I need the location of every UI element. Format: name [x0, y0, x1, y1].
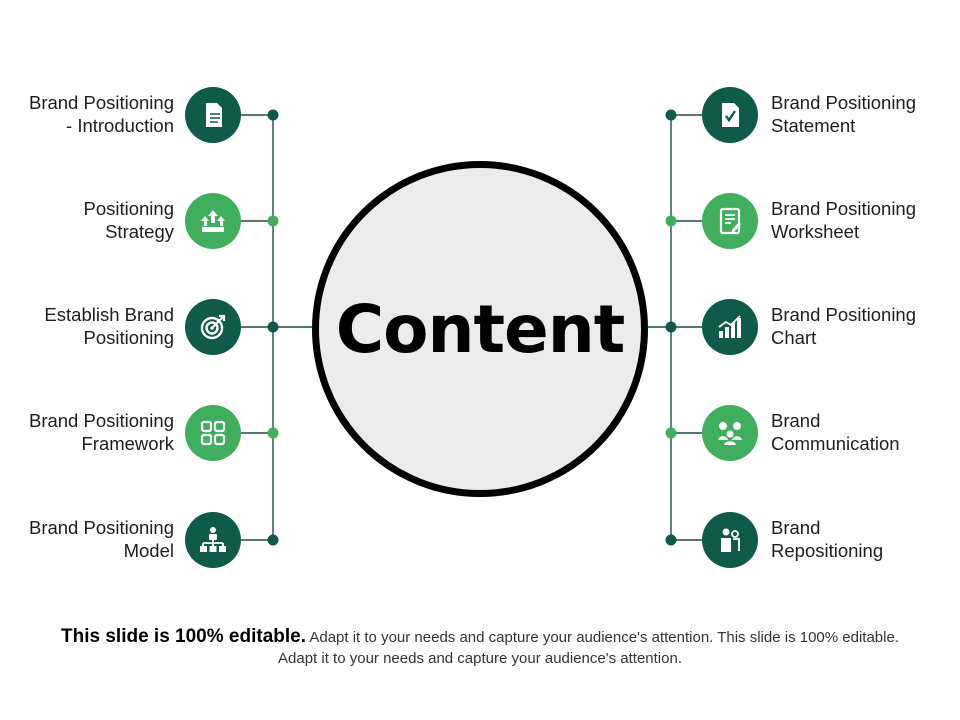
- label-line: Chart: [771, 327, 817, 348]
- people-icon: [721, 528, 740, 552]
- left-item-badge: [185, 193, 241, 249]
- left-item-badge: [185, 299, 241, 355]
- right-connector-dot: [665, 215, 677, 227]
- label-line: Brand Positioning: [28, 517, 174, 538]
- label-line: Worksheet: [771, 221, 860, 242]
- grid-icon: [200, 420, 226, 446]
- label-line: Establish Brand: [44, 304, 174, 325]
- center-title: Content: [335, 290, 626, 368]
- label-line: Communication: [771, 433, 900, 454]
- left-item-badge: [185, 405, 241, 461]
- label-line: Positioning: [83, 198, 174, 219]
- label-line: Brand: [771, 410, 821, 431]
- right-item-badge: [702, 87, 758, 143]
- footer-bold: This slide is 100% editable.: [61, 626, 307, 647]
- left-connector-dot: [267, 215, 279, 227]
- label-line: Strategy: [105, 221, 174, 242]
- communication-icon: [718, 422, 742, 445]
- left-connector-dot: [267, 321, 279, 333]
- document-icon: [206, 103, 222, 127]
- left-connector-dot: [267, 534, 279, 546]
- label-line: Framework: [81, 433, 174, 454]
- org-chart-icon: [200, 527, 226, 552]
- left-connector-dot: [267, 109, 279, 121]
- left-item-badge: [185, 512, 241, 568]
- left-item-badge: [185, 87, 241, 143]
- footer-text: Adapt it to your needs and capture your …: [278, 629, 899, 667]
- left-item-label: Brand Positioning- Introduction: [0, 91, 174, 137]
- label-line: Brand Positioning: [771, 304, 917, 325]
- label-line: Positioning: [83, 327, 174, 348]
- right-connector-dot: [665, 321, 677, 333]
- right-item-badge: [702, 405, 758, 461]
- label-line: Brand: [771, 517, 821, 538]
- label-line: Model: [123, 540, 174, 561]
- strategy-arrows-icon: [201, 210, 225, 232]
- right-item-badge: [702, 193, 758, 249]
- left-connector-dot: [267, 427, 279, 439]
- label-line: Repositioning: [771, 540, 884, 561]
- center-circle: Content: [312, 161, 648, 497]
- right-item-badge: [702, 512, 758, 568]
- label-line: Brand Positioning: [28, 410, 174, 431]
- footer-note: This slide is 100% editable. Adapt it to…: [40, 626, 920, 669]
- label-line: Brand Positioning: [28, 92, 174, 113]
- bar-chart-icon: [718, 315, 741, 338]
- right-item-badge: [702, 299, 758, 355]
- right-connector-dot: [665, 109, 677, 121]
- checked-document-icon: [722, 103, 739, 127]
- right-connector-dot: [665, 534, 677, 546]
- worksheet-icon: [719, 207, 741, 235]
- target-icon: [200, 314, 226, 340]
- label-line: Brand Positioning: [771, 92, 917, 113]
- label-line: - Introduction: [66, 115, 174, 136]
- right-connector-dot: [665, 427, 677, 439]
- label-line: Brand Positioning: [771, 198, 917, 219]
- label-line: Statement: [771, 115, 856, 136]
